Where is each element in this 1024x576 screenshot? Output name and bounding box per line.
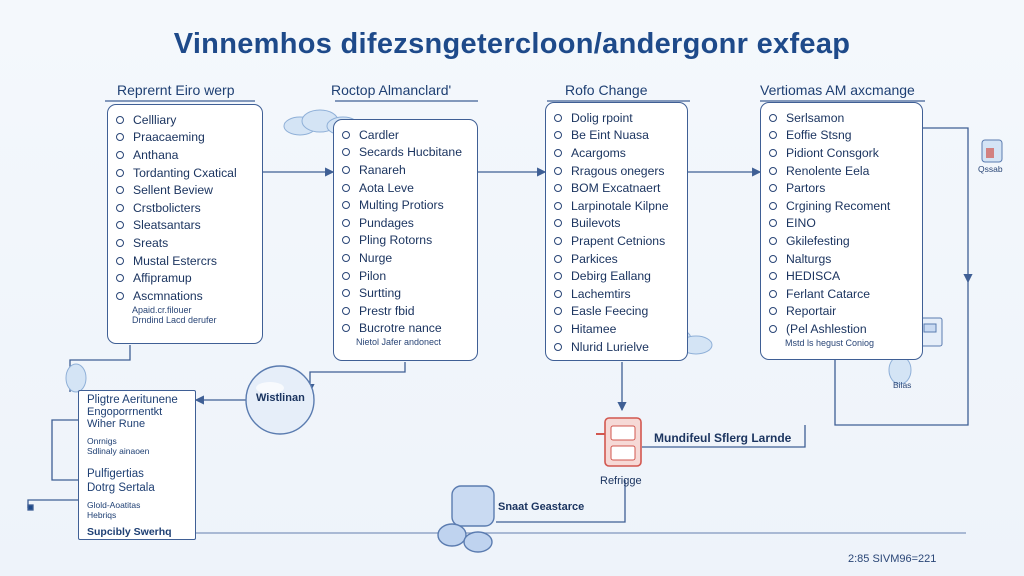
list-item: Affipramup <box>116 269 254 287</box>
bubble-label: Wistlinan <box>256 392 305 404</box>
list-item: Surtting <box>342 284 469 302</box>
panel-note: Apaid.cr.filouer <box>132 304 192 315</box>
list-item: Bucrotre nance <box>342 320 469 338</box>
list-item: Tordanting Cxatical <box>116 164 254 182</box>
list-item: Partors <box>769 179 914 197</box>
box-line: Hebriqs <box>87 510 117 520</box>
box-line: Engoporrnentkt <box>87 406 163 418</box>
right-icon-caption: Qssab <box>978 164 1003 174</box>
list-item: Sleatsantars <box>116 217 254 235</box>
hub-caption: Refrigge <box>600 475 642 487</box>
list-item: Pilon <box>342 267 469 285</box>
box-line: Onrnigs <box>87 436 117 446</box>
list-item: Prestr fbid <box>342 302 469 320</box>
list-item: Larpinotale Kilpne <box>554 197 679 215</box>
refrigerator-icon <box>596 417 642 467</box>
list-item: Ferlant Catarce <box>769 285 914 303</box>
list-item: Praacaeming <box>116 129 254 147</box>
panel-column-1: Cellliary Praacaeming Anthana Tordanting… <box>107 104 263 344</box>
list-item: EINO <box>769 215 914 233</box>
box-line: Glold-Aoatitas <box>87 500 141 510</box>
panel-note: Mstd ls hegust Coniog <box>785 337 875 348</box>
list-item: (Pel Ashlestion <box>769 320 914 338</box>
column-header-3: Rofo Change <box>565 82 648 98</box>
list-item: Pling Rotorns <box>342 232 469 250</box>
list-item: Gkilefesting <box>769 232 914 250</box>
list-item: Acargoms <box>554 144 679 162</box>
panel-note: Nietol Jafer andonect <box>356 337 442 348</box>
list-item: Lachemtirs <box>554 285 679 303</box>
list-item: Ascmnations <box>116 287 254 305</box>
box-line: Wiher Rune <box>87 418 146 430</box>
list-item: Nurge <box>342 249 469 267</box>
list-item: Cellliary <box>116 111 254 129</box>
box-line: Pulfigertias <box>87 468 144 480</box>
box-line: Supcibly Swerhq <box>87 526 172 538</box>
appliance-icon <box>981 139 1003 163</box>
list-item: Parkices <box>554 250 679 268</box>
list-item: Reportair <box>769 303 914 321</box>
list-item: Ranareh <box>342 161 469 179</box>
list-item: Pidiont Consgork <box>769 144 914 162</box>
list-item: Nlurid Lurielve <box>554 338 679 356</box>
list-item: Serlsamon <box>769 109 914 127</box>
list-item: BOM Excatnaert <box>554 179 679 197</box>
list-item: Crgining Recoment <box>769 197 914 215</box>
list-item: Anthana <box>116 146 254 164</box>
list-item: Renolente Eela <box>769 162 914 180</box>
list-item: Crstbolicters <box>116 199 254 217</box>
list-item: Nalturgs <box>769 250 914 268</box>
list-item: Prapent Cetnions <box>554 232 679 250</box>
list-item: Secards Hucbitane <box>342 144 469 162</box>
list-item: Rragous onegers <box>554 162 679 180</box>
device-caption: Snaat Geastarce <box>498 501 585 513</box>
smart-device-icon <box>437 485 495 553</box>
bottom-box: Pligtre Aeritunene Engoporrnentkt Wiher … <box>78 390 196 540</box>
box-line: Sdlinaly ainaoen <box>87 446 150 456</box>
list-item: HEDISCA <box>769 267 914 285</box>
list-item: Multing Protiors <box>342 196 469 214</box>
list-item: Hitamee <box>554 320 679 338</box>
list-item: Be Eint Nuasa <box>554 127 679 145</box>
list-item: Builevots <box>554 215 679 233</box>
list-item: Easle Feecing <box>554 303 679 321</box>
list-item: Debirg Eallang <box>554 267 679 285</box>
mid-icon-caption: Bilas <box>893 380 912 390</box>
column-header-4: Vertiomas AM axcmange <box>760 82 915 98</box>
hub-label: Mundifeul Sflerg Larnde <box>654 431 792 445</box>
column-header-1: Reprernt Eiro werp <box>117 82 235 98</box>
list-item: Sellent Beview <box>116 181 254 199</box>
list-item: Aota Leve <box>342 179 469 197</box>
column-header-2: Roctop Almanclard' <box>331 82 452 98</box>
list-item: Dolig rpoint <box>554 109 679 127</box>
diagram-title: Vinnemhos difezsngetercloon/andergonr ex… <box>173 28 851 60</box>
list-item: Pundages <box>342 214 469 232</box>
panel-note: Drndind Lacd derufer <box>132 314 217 325</box>
list-item: Eoffie Stsng <box>769 127 914 145</box>
list-item: Mustal Estercrs <box>116 252 254 270</box>
panel-column-3: Dolig rpoint Be Eint Nuasa Acargoms Rrag… <box>545 102 688 361</box>
box-line: Pligtre Aeritunene <box>87 394 178 406</box>
list-item: Cardler <box>342 126 469 144</box>
panel-column-2: Cardler Secards Hucbitane Ranareh Aota L… <box>333 119 478 361</box>
footer-code: 2:85 SIVM96=221 <box>848 553 937 565</box>
list-item: Sreats <box>116 234 254 252</box>
panel-column-4: Serlsamon Eoffie Stsng Pidiont Consgork … <box>760 102 923 360</box>
box-line: Dotrg Sertala <box>87 482 155 494</box>
